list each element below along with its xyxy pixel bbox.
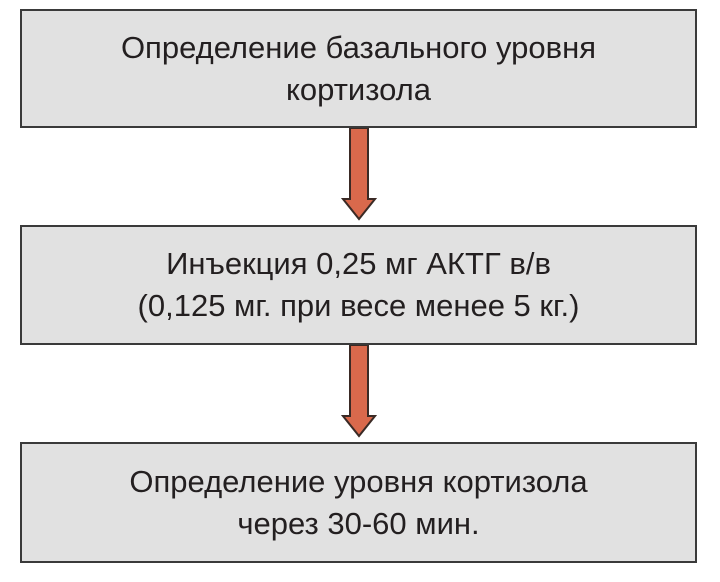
step-1-text-line-2: кортизола [286,71,431,107]
down-arrow-icon [341,345,377,442]
step-3-text-line-2: через 30-60 мин. [237,505,480,541]
step-3-text-line-1: Определение уровня кортизола [129,463,588,499]
down-arrow-icon [341,128,377,225]
step-baseline-cortisol-box: Определение базального уровня кортизола [20,9,697,128]
step-acth-injection-box: Инъекция 0,25 мг АКТГ в/в (0,125 мг. при… [20,225,697,345]
step-followup-cortisol-box: Определение уровня кортизола через 30-60… [20,442,697,563]
step-2-text-line-2: (0,125 мг. при весе менее 5 кг.) [137,288,580,323]
step-2-text-line-1: Инъекция 0,25 мг АКТГ в/в [166,246,551,281]
step-1-text-line-1: Определение базального уровня [120,29,597,65]
